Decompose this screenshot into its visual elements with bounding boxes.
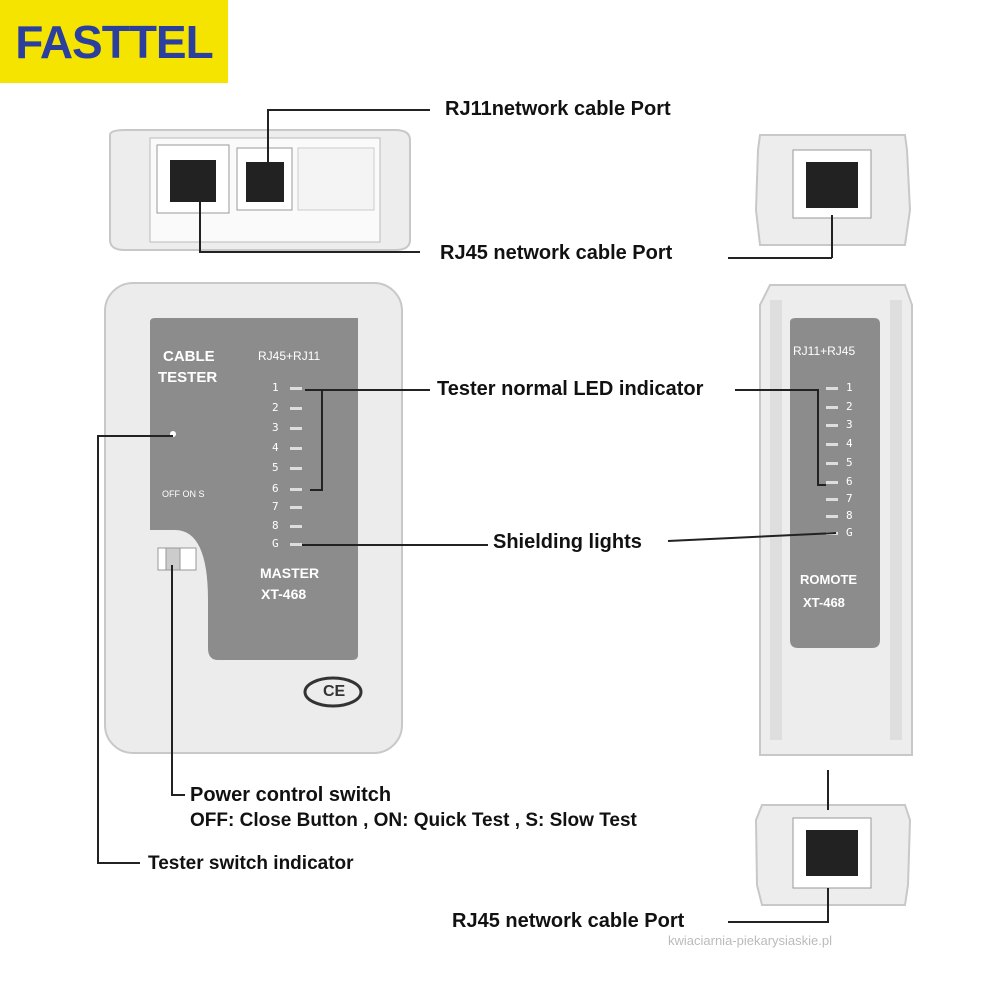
master-led-number: 4 [272, 441, 279, 454]
rj45-port-icon [170, 160, 216, 202]
master-led-number: G [272, 537, 279, 550]
master-led-number: 1 [272, 381, 279, 394]
rj11-port-callout: RJ11network cable Port [445, 98, 671, 120]
remote-led-number: 8 [846, 509, 853, 522]
master-model-line1: MASTER [260, 565, 320, 581]
power-modes-callout: OFF: Close Button , ON: Quick Test , S: … [190, 810, 637, 831]
remote-model-line1: ROMOTE [800, 572, 858, 587]
master-led-number: 6 [272, 482, 279, 495]
remote-model-line2: XT-468 [803, 595, 845, 610]
rj45-port-callout-bottom: RJ45 network cable Port [452, 910, 685, 932]
watermark: kwiaciarnia-piekarysiaskie.pl [668, 933, 833, 948]
remote-led-number: 1 [846, 381, 853, 394]
remote-led-number: 7 [846, 492, 853, 505]
master-led-number: 3 [272, 421, 279, 434]
master-model-line2: XT-468 [261, 586, 307, 602]
master-led-bars [290, 387, 302, 546]
rj11-port-icon [246, 162, 284, 202]
ce-mark: CE [323, 683, 346, 700]
remote-led-number: 2 [846, 400, 853, 413]
shielding-callout: Shielding lights [493, 531, 642, 553]
leader-lines [97, 109, 837, 923]
master-title-line1: CABLE [163, 348, 215, 365]
remote-led-number: 6 [846, 475, 853, 488]
remote-bottom-rj45-port-icon [806, 830, 858, 876]
master-led-number: 5 [272, 461, 279, 474]
master-port-label: RJ45+RJ11 [258, 349, 321, 363]
remote-port-label: RJ11+RJ45 [793, 344, 856, 358]
master-switch-label: OFF ON S [162, 489, 205, 499]
brand-logo: FASTTEL [0, 0, 228, 83]
power-switch-callout: Power control switch [190, 784, 392, 806]
remote-rj45-port-icon [806, 162, 858, 208]
remote-led-number: 5 [846, 456, 853, 469]
led-indicator-callout: Tester normal LED indicator [437, 378, 704, 400]
rj45-port-callout-top: RJ45 network cable Port [440, 242, 673, 264]
ce-mark-outline [303, 676, 363, 708]
remote-led-number: 4 [846, 437, 853, 450]
master-title-line2: TESTER [158, 369, 218, 386]
switch-indicator-callout: Tester switch indicator [148, 853, 354, 874]
master-body [104, 282, 403, 754]
master-led-number: 8 [272, 519, 279, 532]
master-led-number: 7 [272, 500, 279, 513]
remote-led-number: 3 [846, 418, 853, 431]
master-top-view [109, 129, 411, 251]
master-led-number: 2 [272, 401, 279, 414]
remote-led-number: G [846, 526, 853, 539]
remote-bottom-view [754, 804, 912, 906]
brand-logo-text: FASTTEL [15, 15, 213, 68]
